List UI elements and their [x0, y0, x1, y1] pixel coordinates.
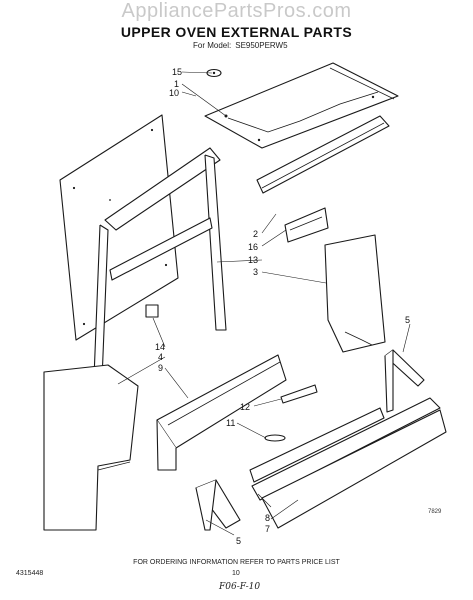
- callout-9: 9: [158, 363, 163, 373]
- handwritten-note: F06-F-10: [219, 582, 261, 592]
- callout-4: 4: [158, 352, 163, 362]
- bottom-trim: [249, 397, 447, 529]
- leader-lines: [117, 71, 411, 536]
- callout-5-upper: 5: [405, 315, 410, 325]
- model-line: For Model:SE950PERW5: [193, 41, 288, 50]
- part-11: [264, 434, 286, 442]
- figure-code: 7829: [428, 509, 442, 515]
- callout-1: 1: [174, 79, 179, 89]
- page-title: UPPER OVEN EXTERNAL PARTS: [120, 24, 353, 40]
- callout-16: 16: [248, 242, 258, 252]
- model-number: SE950PERW5: [235, 41, 288, 50]
- part-16-bracket: [284, 207, 329, 243]
- vent-trim-right: [384, 349, 425, 413]
- callout-13: 13: [248, 255, 258, 265]
- document-number: 4315448: [16, 570, 44, 577]
- callout-14: 14: [155, 342, 165, 352]
- callout-2: 2: [253, 229, 258, 239]
- part-14-clip: [145, 304, 159, 318]
- callout-8: 8: [265, 513, 270, 523]
- front-rail: [256, 115, 390, 194]
- page-number: 10: [232, 570, 240, 577]
- callout-10: 10: [169, 88, 179, 98]
- right-side-panel: [324, 234, 386, 353]
- footer-note: FOR ORDERING INFORMATION REFER TO PARTS …: [133, 559, 340, 566]
- callout-3: 3: [253, 267, 258, 277]
- front-trim-channel: [156, 354, 287, 471]
- vent-trim-left: [195, 479, 241, 531]
- front-frame: [93, 147, 227, 381]
- left-side-panel: [43, 364, 139, 531]
- callout-7: 7: [265, 524, 270, 534]
- part-12: [280, 384, 318, 404]
- callout-11: 11: [226, 418, 235, 428]
- callout-15: 15: [172, 67, 182, 77]
- model-prefix: For Model:: [193, 41, 232, 50]
- callout-5-lower: 5: [236, 536, 241, 546]
- top-panel: [204, 62, 399, 149]
- watermark: AppliancePartsPros.com: [121, 0, 352, 22]
- callout-12: 12: [240, 402, 250, 412]
